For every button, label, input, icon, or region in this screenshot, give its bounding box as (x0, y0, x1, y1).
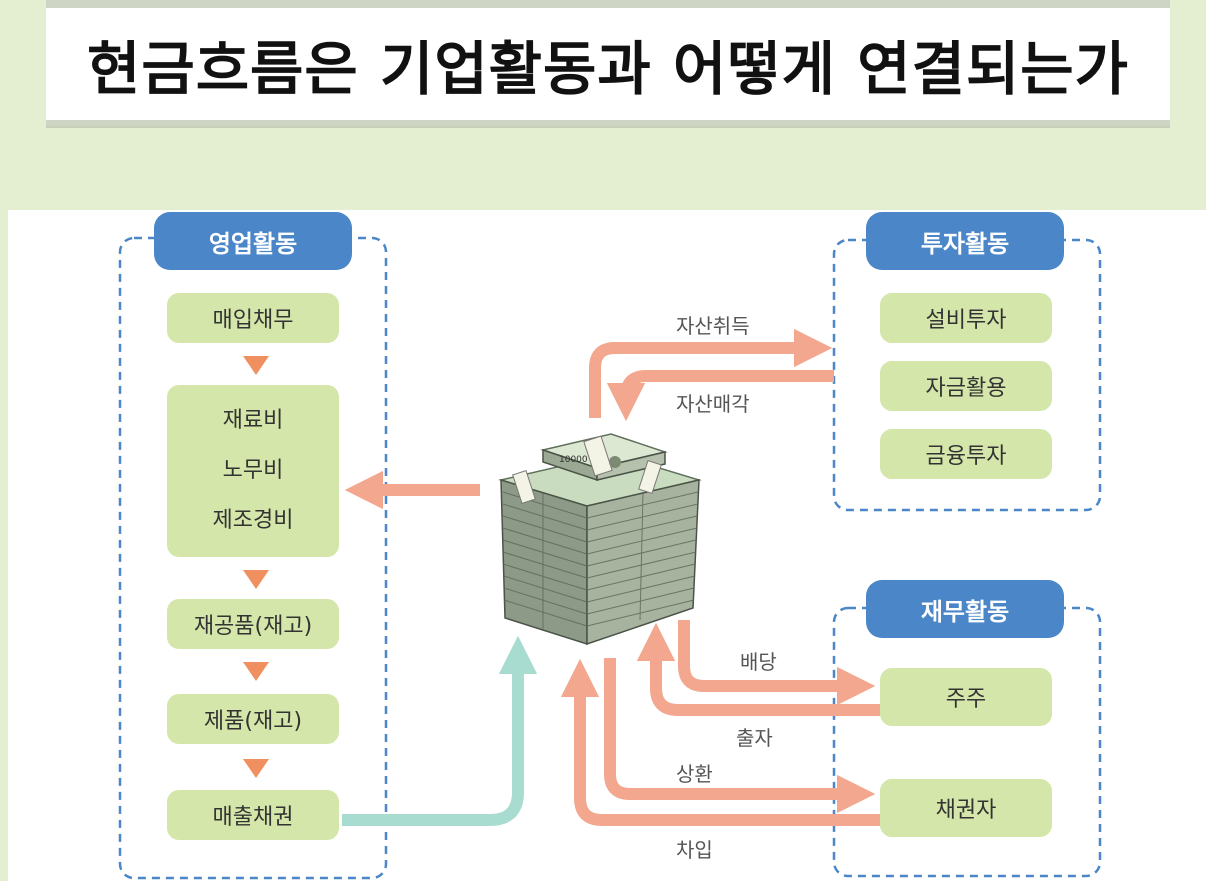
operating-header: 영업활동 (154, 212, 352, 270)
title-bar: 현금흐름은 기업활동과 어떻게 연결되는가 (46, 0, 1170, 126)
flow-triangle (243, 662, 269, 681)
operating-item-overhead-cost: 제조경비 (212, 508, 294, 533)
diagram-lines (118, 236, 1102, 880)
money-stack-icon: 10000 (498, 433, 702, 646)
label-repayment: 상환 (676, 762, 713, 786)
investment-arrow (636, 622, 880, 716)
operating-item-accounts-receivable: 매출채권 (167, 790, 339, 840)
label-dividend: 배당 (740, 650, 777, 674)
repayment-arrow (604, 658, 876, 814)
investing-item-fund-use: 자금활용 (880, 361, 1052, 411)
investing-header: 투자활동 (866, 212, 1064, 270)
label-asset-disposal: 자산매각 (676, 392, 750, 416)
label-borrowing: 차입 (676, 838, 713, 862)
asset-disposal-arrow (606, 370, 834, 422)
flow-triangle (243, 570, 269, 589)
asset-acquisition-arrow (589, 328, 833, 418)
operating-item-manufacturing-costs: 재료비 노무비 제조경비 (167, 385, 339, 557)
cash-flow-diagram: 10000 영업활동 매입채무 재료비 노무비 제조경비 재공품(재고) 제품(… (8, 210, 1206, 881)
investing-item-financial-investment: 금융투자 (880, 429, 1052, 479)
operating-item-work-in-process: 재공품(재고) (167, 599, 339, 649)
operating-item-material-cost: 재료비 (222, 408, 284, 433)
banknote-denomination: 10000 (559, 455, 588, 465)
financing-item-creditors: 채권자 (880, 779, 1052, 837)
borrowing-arrow (560, 658, 880, 826)
operating-item-labor-cost: 노무비 (222, 458, 284, 483)
financing-item-shareholders: 주주 (880, 668, 1052, 726)
page-title: 현금흐름은 기업활동과 어떻게 연결되는가 (86, 35, 1130, 103)
dividend-arrow (678, 620, 876, 706)
flow-triangle (243, 759, 269, 778)
flow-triangle (243, 356, 269, 375)
label-asset-acquisition: 자산취득 (676, 314, 750, 338)
operating-item-accounts-payable: 매입채무 (167, 293, 339, 343)
investing-item-capex: 설비투자 (880, 293, 1052, 343)
receivables-to-cash-arrow (342, 635, 538, 826)
operating-item-finished-goods: 제품(재고) (167, 694, 339, 744)
label-investment: 출자 (736, 726, 773, 750)
financing-header: 재무활동 (866, 580, 1064, 638)
